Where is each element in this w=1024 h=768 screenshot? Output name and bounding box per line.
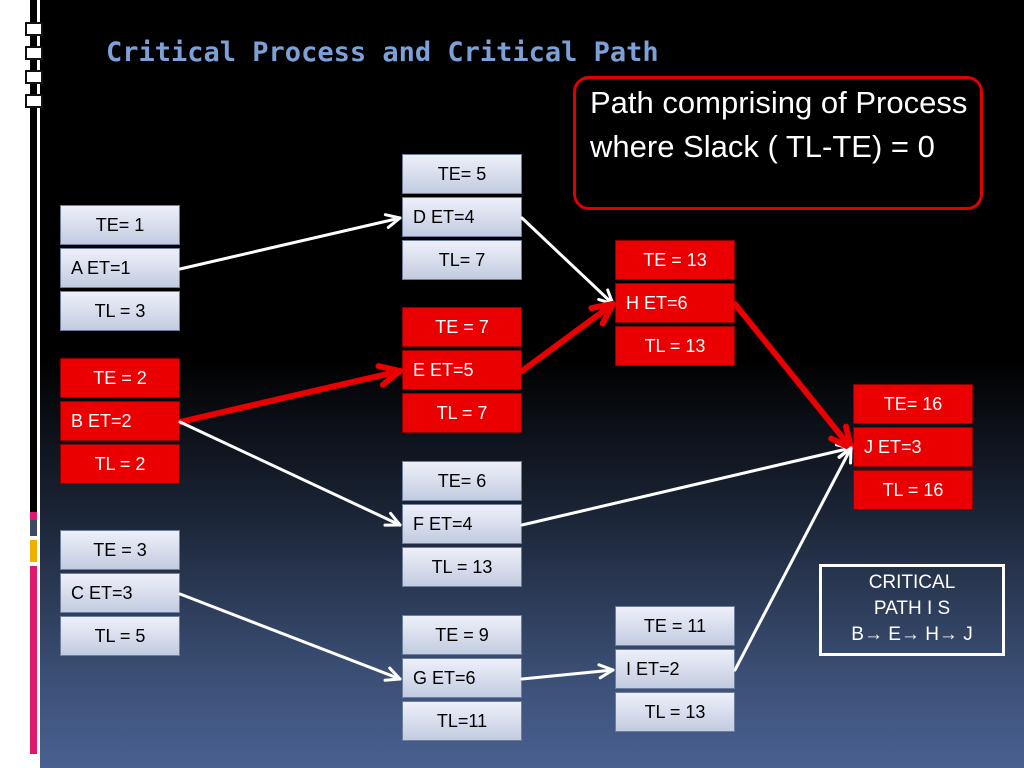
- node-b: TE = 2 B ET=2 TL = 2: [60, 358, 180, 487]
- left-strip-black: [30, 0, 37, 512]
- arrow-e-to-h: [519, 301, 616, 374]
- decor-square: [25, 70, 43, 84]
- node-g: TE = 9 G ET=6 TL=11: [402, 615, 522, 744]
- node-d: TE= 5 D ET=4 TL= 7: [402, 154, 522, 283]
- left-strip-yellow: [30, 540, 37, 562]
- arrow-a-to-d-head: [386, 216, 402, 229]
- arrow-g-to-i-head: [598, 668, 615, 680]
- arrow-e-to-h-head: [588, 301, 616, 312]
- arrow-c-to-g: [178, 592, 402, 681]
- decor-square: [25, 46, 43, 60]
- arrow-i-to-j: [733, 446, 853, 672]
- node-te: TE = 3: [60, 530, 180, 570]
- arrow-a-to-d-head: [383, 213, 402, 220]
- left-strip-grey: [30, 520, 37, 536]
- left-strip-pink: [30, 512, 37, 520]
- node-i: TE = 11 I ET=2 TL = 13: [615, 606, 735, 735]
- node-te: TE = 2: [60, 358, 180, 398]
- node-tl: TL = 7: [402, 393, 522, 433]
- left-strip-pink-long: [30, 566, 37, 754]
- node-te: TE= 16: [853, 384, 973, 424]
- node-tl: TL = 2: [60, 444, 180, 484]
- node-tl: TL = 13: [402, 547, 522, 587]
- node-et: G ET=6: [402, 658, 522, 698]
- arrow-f-to-j: [520, 446, 853, 527]
- node-e: TE = 7 E ET=5 TL = 7: [402, 307, 522, 436]
- node-et: I ET=2: [615, 649, 735, 689]
- arrow-g-to-i: [520, 668, 615, 681]
- node-et: J ET=3: [853, 427, 973, 467]
- node-et: E ET=5: [402, 350, 522, 390]
- arrow-b-to-e: [177, 368, 403, 425]
- node-j: TE= 16 J ET=3 TL = 16: [853, 384, 973, 513]
- arrow-d-to-h: [520, 216, 615, 306]
- node-et: F ET=4: [402, 504, 522, 544]
- slide-title: Critical Process and Critical Path: [106, 37, 659, 68]
- node-et: C ET=3: [60, 573, 180, 613]
- node-te: TE = 7: [402, 307, 522, 347]
- critical-label: CRITICAL: [868, 572, 956, 593]
- arrow-c-to-g-head: [388, 666, 402, 681]
- node-tl: TL = 16: [853, 470, 973, 510]
- node-a: TE= 1 A ET=1 TL = 3: [60, 205, 180, 334]
- node-te: TE= 6: [402, 461, 522, 501]
- arrow-a-to-d: [178, 216, 402, 271]
- node-et: B ET=2: [60, 401, 180, 441]
- node-te: TE= 1: [60, 205, 180, 245]
- arrow-b-to-f: [178, 420, 402, 527]
- node-c: TE = 3 C ET=3 TL = 5: [60, 530, 180, 659]
- node-tl: TL=11: [402, 701, 522, 741]
- node-te: TE= 5: [402, 154, 522, 194]
- arrow-g-to-i-head: [597, 663, 615, 672]
- arrow-b-to-e-head: [375, 363, 403, 374]
- arrow-h-to-j-head: [843, 423, 854, 451]
- node-tl: TL = 3: [60, 291, 180, 331]
- critical-path-sequence: B→ E→ H→ J: [851, 624, 973, 645]
- node-et: H ET=6: [615, 283, 735, 323]
- decor-square: [25, 94, 43, 108]
- node-te: TE = 11: [615, 606, 735, 646]
- arrow-c-to-g-head: [383, 677, 402, 682]
- critical-path-box: CRITICAL PATH I S B→ E→ H→ J: [819, 564, 1005, 656]
- node-te: TE = 9: [402, 615, 522, 655]
- slack-callout: Path comprising of Process where Slack (…: [573, 76, 983, 210]
- node-et: A ET=1: [60, 248, 180, 288]
- node-tl: TL = 13: [615, 326, 735, 366]
- node-te: TE = 13: [615, 240, 735, 280]
- path-label: PATH I S: [873, 598, 951, 619]
- node-tl: TL = 5: [60, 616, 180, 656]
- node-h: TE = 13 H ET=6 TL = 13: [615, 240, 735, 369]
- arrow-h-to-j: [732, 301, 854, 451]
- node-f: TE= 6 F ET=4 TL = 13: [402, 461, 522, 590]
- node-tl: TL= 7: [402, 240, 522, 280]
- node-et: D ET=4: [402, 197, 522, 237]
- arrow-b-to-f-head: [389, 511, 402, 527]
- node-tl: TL = 13: [615, 692, 735, 732]
- decor-square: [25, 22, 43, 36]
- arrow-i-to-j-head: [837, 446, 853, 459]
